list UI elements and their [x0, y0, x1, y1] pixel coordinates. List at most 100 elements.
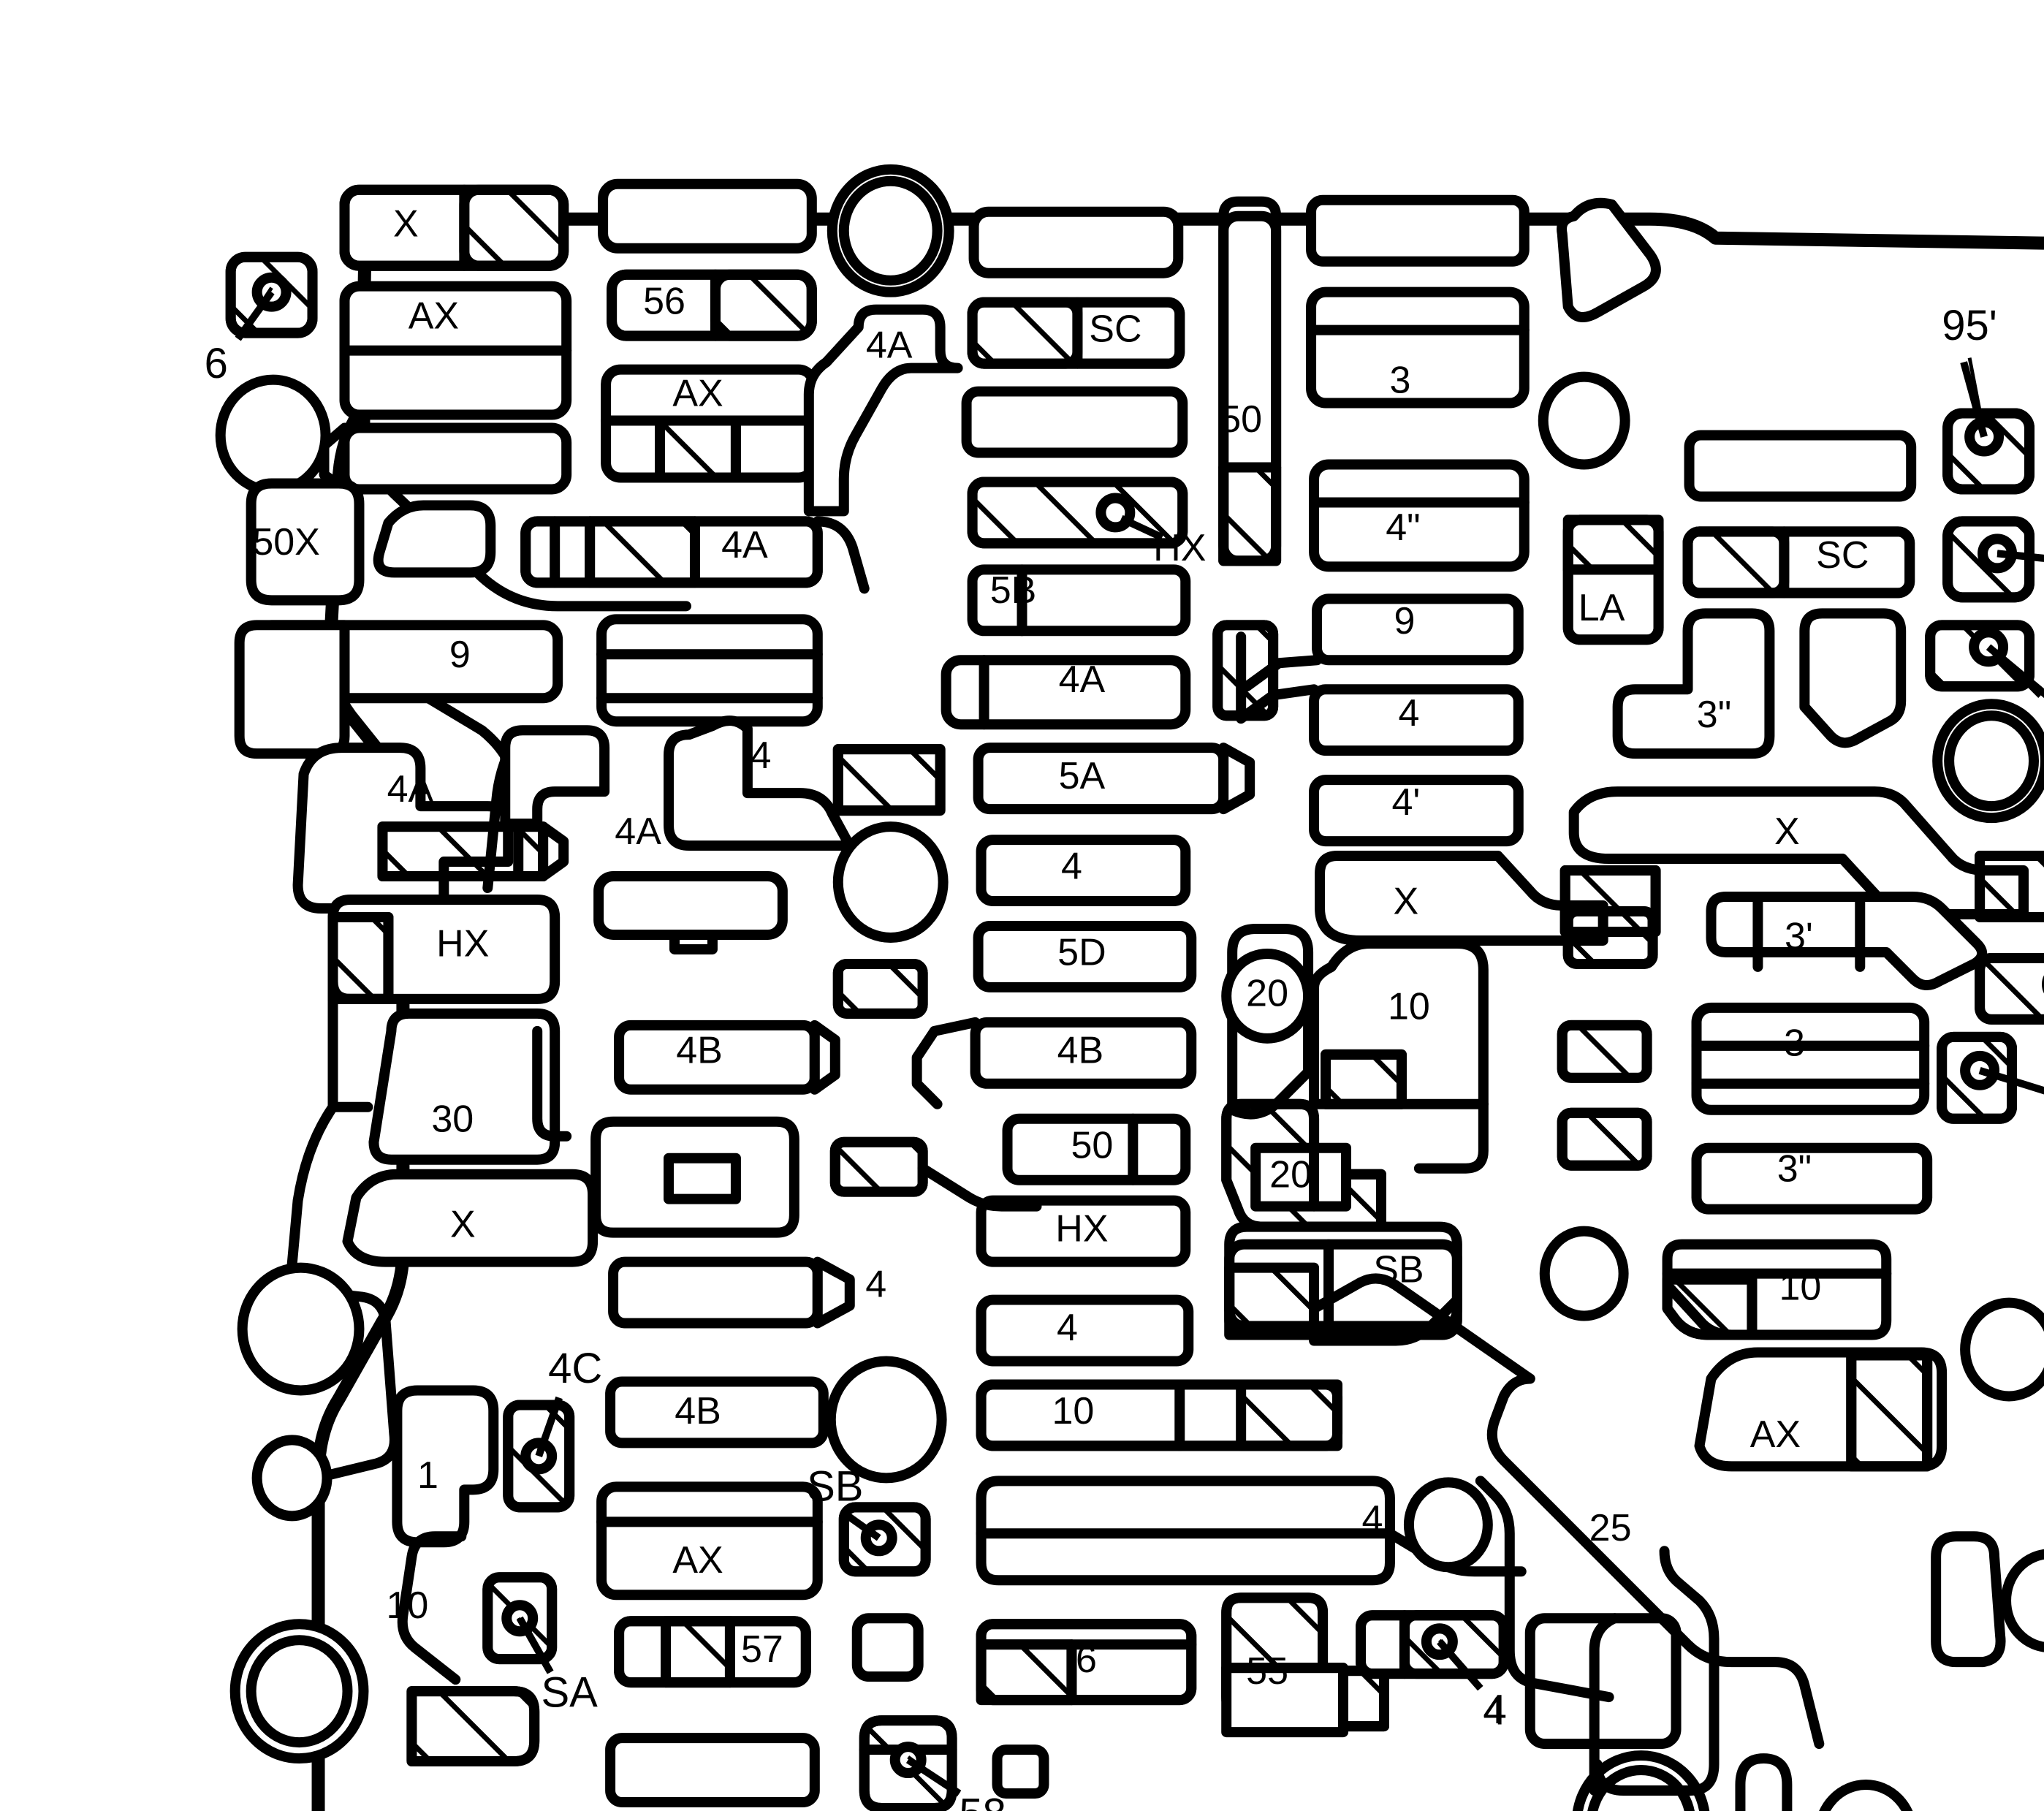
channel-label-c09: 50X: [252, 521, 320, 563]
hatch-right-3: [1557, 1107, 1652, 1171]
channel-3dbl-right: [1691, 1142, 1933, 1215]
pad-sb-lower-outline: [838, 1502, 931, 1577]
channel-sc-2-outline: [1682, 526, 1915, 599]
channel-55-label-outline: [1221, 1607, 1349, 1674]
channel-label-c04: AX: [672, 372, 723, 414]
tab-right-top: [1557, 197, 1661, 323]
slot-col2-bottom: [605, 1733, 820, 1808]
channel-hx-center2: [976, 1195, 1191, 1267]
reference-numeral-r02: 95': [1942, 302, 1997, 349]
channel-label-c47: 4B: [675, 1390, 721, 1432]
channel-30-shoulder: [532, 1025, 572, 1142]
round-hole-left-1: [215, 374, 331, 496]
hatch-bit-center-2: [829, 1136, 928, 1197]
channel-label-c05: SC: [1089, 308, 1141, 350]
channel-3dbl-elbow: [1612, 608, 1775, 759]
channel-ax-right-hatch-outline: [1846, 1350, 1933, 1472]
channel-sc-2-hatch: [1682, 526, 1790, 599]
reference-numeral-r11: 4: [1483, 1686, 1507, 1734]
boss-hole-left-big-inner: [246, 1635, 353, 1748]
channel-4a-bar-outline: [520, 516, 823, 588]
channel-label-c42: HX: [1055, 1207, 1108, 1250]
leader-r07: [536, 1397, 560, 1451]
channel-label-c12: SC: [1816, 534, 1869, 577]
channel-10-left-hatchbar: [406, 1686, 540, 1767]
reference-numeral-r08: SB: [807, 1463, 863, 1511]
channel-la-hatch: [1562, 515, 1664, 575]
bolt-hole-6-pad-outline: [225, 251, 318, 338]
channel-6-bottom-outline: [976, 1619, 1197, 1706]
channel-4-col2-cap: [812, 1256, 855, 1329]
reference-numeral-r07: 4C: [548, 1345, 602, 1392]
channel-50-vertical-hatch: [1218, 462, 1282, 566]
duct-25: [1486, 1373, 1825, 1750]
hatch-right-1-outline: [1562, 906, 1658, 969]
round-hole-lr-3: [1819, 1780, 1913, 1811]
pad-58-right-outline: [1975, 952, 2044, 1025]
round-hole-lr-1: [1960, 1297, 2044, 1402]
channel-9-right: [1312, 593, 1524, 666]
channel-label-c19: 4: [1398, 692, 1419, 734]
circle-20-upper: [1221, 948, 1314, 1044]
round-hole-lr-2: [2001, 1549, 2044, 1652]
channel-3-top: [1306, 286, 1530, 409]
channel-10-rc-hatch-outline: [1321, 1049, 1407, 1109]
channel-label-c26: X: [1774, 810, 1800, 853]
hatch-rc-1-outline: [1212, 620, 1279, 721]
channel-4a-center: [803, 304, 963, 517]
channel-4dbl: [1309, 459, 1530, 572]
channel-label-c27: 4: [1061, 846, 1082, 888]
channel-label-c46: 4: [1057, 1307, 1078, 1349]
reference-leaders: [236, 286, 2044, 1796]
channel-x-right-1-hatch: [1975, 851, 2044, 922]
leader-r04: [1988, 645, 2041, 698]
channel-label-c37: 30: [431, 1098, 474, 1141]
channel-ax-2-hatch: [655, 415, 741, 483]
round-hole-center-mid2: [825, 1356, 947, 1484]
channel-label-c24: 4': [1391, 781, 1420, 824]
channel-label-c34: 3: [1784, 1022, 1805, 1065]
duct-lr-long: [1592, 1546, 1720, 1796]
channel-label-c32: 20: [1246, 973, 1288, 1015]
channel-label-c22: 5A: [1059, 755, 1106, 797]
channel-56-hatch: [710, 269, 817, 341]
round-hole-rc-1: [1403, 1477, 1493, 1573]
channel-label-c41: X: [450, 1203, 476, 1245]
channel-group-left: [215, 184, 599, 1767]
slot-center-1: [968, 206, 1184, 278]
pad-95prime-top-outline: [1942, 408, 2035, 495]
channel-4-mid-hatch-outline: [832, 744, 946, 816]
channel-4b-center: [970, 1017, 1197, 1089]
hatch-bit-center-1-outline: [832, 958, 928, 1019]
channel-label-c31: 5D: [1057, 932, 1106, 974]
channel-label-c33: 10: [1388, 986, 1430, 1028]
small-square-bottom: [992, 1744, 1049, 1799]
channel-10-right-hatch-outline: [1662, 1274, 1758, 1340]
channel-4-center: [976, 835, 1191, 906]
channel-57-hatch: [661, 1616, 735, 1688]
reference-numeral-r10: 58: [959, 1790, 1006, 1811]
channel-label-c25: 4A: [615, 810, 661, 853]
channel-x-top-hatch: [459, 184, 569, 271]
channel-label-c50: 1: [417, 1454, 438, 1497]
channel-label-c39: 20: [1269, 1153, 1312, 1196]
large-square-bottom: [1524, 1613, 1682, 1750]
slot-col2-3: [593, 871, 788, 940]
channel-group-lowerright: [1572, 1297, 2044, 1811]
reference-numeral-r01: 6: [205, 340, 228, 387]
channel-ax-2-hatch-outline: [655, 415, 741, 483]
channel-sc-1-hatch: [967, 297, 1083, 369]
channel-5a-cap: [1218, 743, 1255, 815]
hatch-bit-center-1: [832, 958, 928, 1019]
small-square-bottom-2: [851, 1613, 924, 1682]
leader-r08: [844, 1511, 879, 1538]
channel-label-c02: AX: [409, 295, 459, 337]
channel-3-right: [1691, 1002, 1930, 1115]
channel-label-c48: 10: [1052, 1390, 1094, 1432]
slot-right-1: [1684, 430, 1917, 502]
channel-4-col2: [608, 1256, 823, 1329]
channel-label-c20: 3": [1697, 694, 1731, 736]
pad-20-label-box: [1250, 1142, 1352, 1212]
